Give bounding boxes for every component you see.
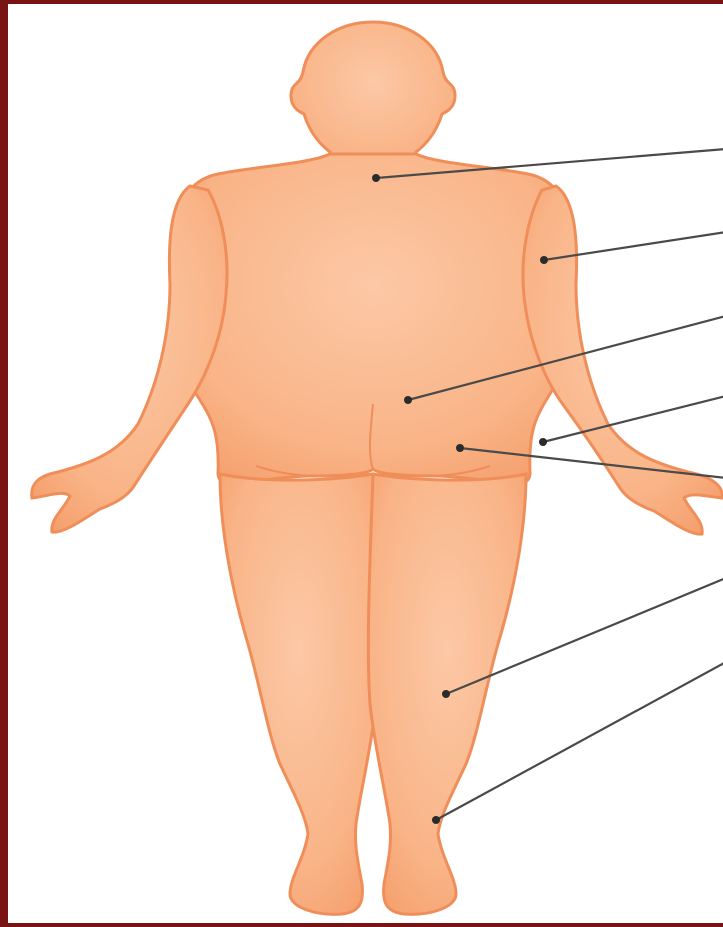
head: [291, 22, 455, 174]
human-body-figure: [32, 22, 722, 914]
body-diagram: [8, 4, 723, 927]
torso: [176, 154, 570, 484]
left-arm: [32, 186, 227, 532]
left-leg: [220, 474, 378, 914]
